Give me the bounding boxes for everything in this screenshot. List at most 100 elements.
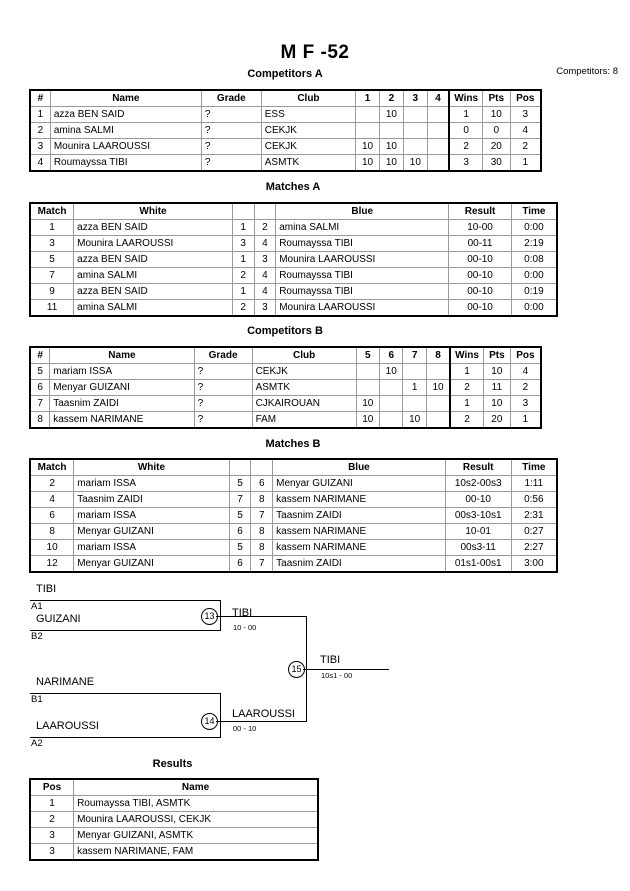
cell-time: 0:00 (510, 267, 558, 284)
col-header-time: Time (510, 202, 558, 220)
cell-pts: 10 (482, 395, 511, 412)
cell-grade: ? (193, 395, 253, 412)
cell-score-2: 10 (379, 138, 404, 155)
cell-name: Roumayssa TIBI, ASMTK (73, 795, 319, 812)
cell-blue-num: 7 (250, 555, 274, 573)
cell-blue-name: kassem NARIMANE (272, 523, 446, 540)
bracket-winner-13: TIBI (232, 607, 253, 619)
cell-wins: 2 (449, 411, 484, 429)
cell-match-number: 1 (29, 219, 75, 236)
cell-score-3 (402, 138, 428, 155)
cell-white-num: 6 (228, 555, 252, 573)
bracket-match-node-13[interactable]: 13 (201, 608, 218, 625)
cell-wins: 1 (449, 363, 484, 380)
cell-score-2: 10 (379, 363, 404, 380)
cell-result: 00s3-11 (444, 539, 512, 556)
cell-white-name: azza BEN SAID (73, 251, 233, 268)
cell-club: FAM (251, 411, 357, 429)
cell-white-num: 1 (231, 251, 255, 268)
cell-result: 00-10 (448, 283, 512, 300)
cell-name: kassem NARIMANE, FAM (73, 843, 319, 861)
cell-pts: 11 (482, 379, 511, 396)
cell-pos: 1 (509, 154, 542, 172)
col-header-wins: Wins (448, 89, 484, 107)
cell-score-3 (402, 363, 427, 380)
col-header-pts: Pts (482, 346, 511, 364)
cell-blue-name: Roumayssa TIBI (275, 267, 450, 284)
cell-name: Taasnim ZAIDI (49, 395, 195, 412)
bracket-connector (216, 721, 306, 722)
bracket-connector (220, 693, 221, 738)
cell-score-1 (355, 122, 380, 139)
col-header-blue: Blue (275, 202, 450, 220)
col-header-wins: Wins (449, 346, 484, 364)
cell-time: 0:56 (510, 491, 558, 508)
cell-num: 6 (29, 379, 51, 396)
cell-blue-name: Roumayssa TIBI (275, 283, 450, 300)
col-header-blue-num (250, 458, 274, 476)
cell-white-num: 5 (228, 475, 252, 492)
cell-score-3: 10 (402, 411, 427, 429)
cell-white-name: azza BEN SAID (73, 219, 233, 236)
col-header-pos: Pos (509, 346, 542, 364)
section-title-competitors-b: Competitors B (247, 325, 323, 337)
cell-blue-num: 4 (253, 267, 277, 284)
cell-score-2: 10 (379, 106, 404, 123)
cell-score-3 (402, 106, 428, 123)
section-title-matches-b: Matches B (265, 438, 321, 450)
col-header-score-1: 1 (355, 89, 380, 107)
cell-grade: ? (193, 363, 253, 380)
cell-blue-name: amina SALMI (275, 219, 450, 236)
cell-white-name: amina SALMI (73, 299, 233, 317)
cell-name: Menyar GUIZANI, ASMTK (73, 827, 319, 844)
bracket-score-15: 10s1 - 00 (321, 671, 353, 680)
col-header-club: Club (260, 89, 357, 107)
cell-score-4 (426, 154, 450, 172)
cell-pts: 20 (482, 138, 511, 155)
cell-club: CJKAIROUAN (251, 395, 357, 412)
col-header-result: Result (444, 458, 512, 476)
cell-wins: 1 (449, 395, 484, 412)
cell-score-2: 10 (379, 154, 404, 172)
col-header-pts: Pts (482, 89, 511, 107)
cell-grade: ? (200, 154, 262, 172)
cell-grade: ? (200, 138, 262, 155)
cell-pts: 30 (482, 154, 511, 172)
cell-pos: 4 (509, 122, 542, 139)
competitors-count-label: Competitors: 8 (556, 66, 618, 77)
cell-match-number: 9 (29, 283, 75, 300)
cell-num: 8 (29, 411, 51, 429)
cell-blue-name: kassem NARIMANE (272, 491, 446, 508)
col-header-score-5: 5 (355, 346, 381, 364)
bracket-connector (216, 616, 306, 617)
cell-time: 0:19 (510, 283, 558, 300)
cell-pts: 20 (482, 411, 511, 429)
col-header-pos: Pos (509, 89, 542, 107)
cell-score-1 (355, 379, 381, 396)
cell-score-2 (379, 395, 404, 412)
cell-name: amina SALMI (49, 122, 202, 139)
cell-club: CEKJK (260, 122, 357, 139)
cell-pos: 2 (509, 379, 542, 396)
table-header-row: Pos Name (29, 778, 319, 796)
cell-num: 2 (29, 122, 51, 139)
cell-score-1: 10 (355, 154, 380, 172)
cell-white-num: 5 (228, 539, 252, 556)
cell-score-3: 1 (402, 379, 427, 396)
cell-match-number: 6 (29, 507, 75, 524)
cell-pos: 1 (509, 411, 542, 429)
bracket-connector (30, 630, 220, 631)
